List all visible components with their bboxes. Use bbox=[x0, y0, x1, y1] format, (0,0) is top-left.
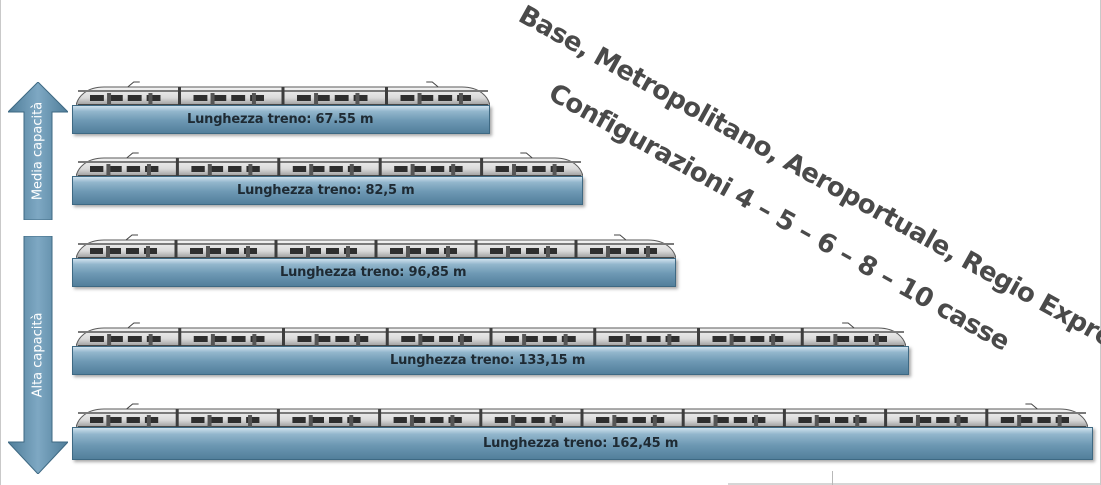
alta-capacity-arrow: Alta capacità bbox=[8, 236, 68, 474]
train-4-cars-icon bbox=[76, 81, 490, 108]
train-length-label: Lunghezza treno: 96,85 m bbox=[280, 265, 467, 280]
headline-line-2: Configurazioni 4 – 5 – 6 – 8 – 10 casse bbox=[543, 78, 1015, 358]
train-5-cars-icon bbox=[76, 152, 583, 179]
down-arrow-icon bbox=[8, 236, 68, 474]
train-length-label: Lunghezza treno: 133,15 m bbox=[390, 353, 586, 368]
media-capacity-arrow: Media capacità bbox=[8, 82, 68, 220]
alta-capacity-label: Alta capacità bbox=[30, 312, 46, 398]
frame-left-line bbox=[0, 0, 1, 485]
train-length-label: Lunghezza treno: 82,5 m bbox=[237, 183, 415, 198]
platform-8-cars: Lunghezza treno: 133,15 m bbox=[72, 346, 909, 375]
train-length-label: Lunghezza treno: 162,45 m bbox=[483, 436, 679, 451]
media-capacity-label: Media capacità bbox=[30, 101, 46, 201]
train-length-label: Lunghezza treno: 67.55 m bbox=[187, 112, 374, 127]
platform-4-cars: Lunghezza treno: 67.55 m bbox=[72, 105, 490, 134]
frame-bottom-line bbox=[728, 483, 1100, 485]
platform-5-cars: Lunghezza treno: 82,5 m bbox=[72, 176, 583, 205]
headline-line-1: Base, Metropolitano, Aeroportuale, Regio… bbox=[513, 0, 1101, 369]
platform-10-cars: Lunghezza treno: 162,45 m bbox=[72, 427, 1093, 460]
frame-tick bbox=[832, 471, 833, 485]
platform-6-cars: Lunghezza treno: 96,85 m bbox=[72, 258, 676, 287]
up-arrow-icon bbox=[8, 82, 68, 220]
